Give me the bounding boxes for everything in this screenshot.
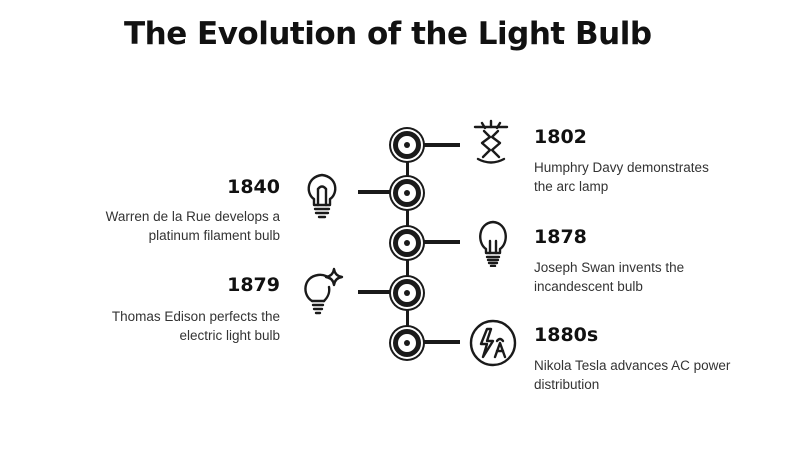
event-description-1880s: Nikola Tesla advances AC power distribut…: [534, 356, 730, 394]
connector-1879: [358, 290, 398, 294]
event-description-1802: Humphry Davy demonstrates the arc lamp: [534, 158, 709, 196]
incandescent-bulb-icon: [470, 217, 516, 267]
connector-1878: [420, 240, 460, 244]
arc-lamp-icon: [468, 118, 514, 170]
event-description-line: distribution: [534, 377, 600, 392]
connector-1880s: [420, 340, 460, 344]
event-description-line: Warren de la Rue develops a: [105, 209, 280, 224]
event-description-line: Nikola Tesla advances AC power: [534, 358, 731, 373]
connector-1802: [420, 143, 460, 147]
event-year-1879: 1879: [227, 274, 280, 296]
event-description-line: the arc lamp: [534, 179, 609, 194]
event-description-1840: Warren de la Rue develops a platinum fil…: [106, 207, 280, 245]
event-description-line: Joseph Swan invents the: [534, 260, 685, 275]
sparkle-bulb-icon: [298, 265, 348, 319]
page-title: The Evolution of the Light Bulb: [124, 16, 652, 52]
connector-1840: [358, 190, 398, 194]
ac-power-icon: [467, 319, 519, 367]
event-description-1879: Thomas Edison perfects the electric ligh…: [112, 307, 280, 345]
event-description-line: platinum filament bulb: [148, 228, 280, 243]
event-year-1878: 1878: [534, 226, 587, 248]
timeline-node-1802: [393, 131, 421, 159]
timeline-node-1879: [393, 279, 421, 307]
event-year-1840: 1840: [227, 176, 280, 198]
event-year-1802: 1802: [534, 126, 587, 148]
event-description-line: electric light bulb: [179, 328, 280, 343]
event-description-line: Thomas Edison perfects the: [111, 309, 280, 324]
light-bulb-icon: [300, 169, 344, 221]
event-description-1878: Joseph Swan invents the incandescent bul…: [534, 258, 684, 296]
timeline-node-1840: [393, 179, 421, 207]
timeline-node-1880s: [393, 329, 421, 357]
event-year-1880s: 1880s: [534, 324, 599, 346]
event-description-line: incandescent bulb: [534, 279, 643, 294]
timeline-node-1878: [393, 229, 421, 257]
event-description-line: Humphry Davy demonstrates: [534, 160, 709, 175]
